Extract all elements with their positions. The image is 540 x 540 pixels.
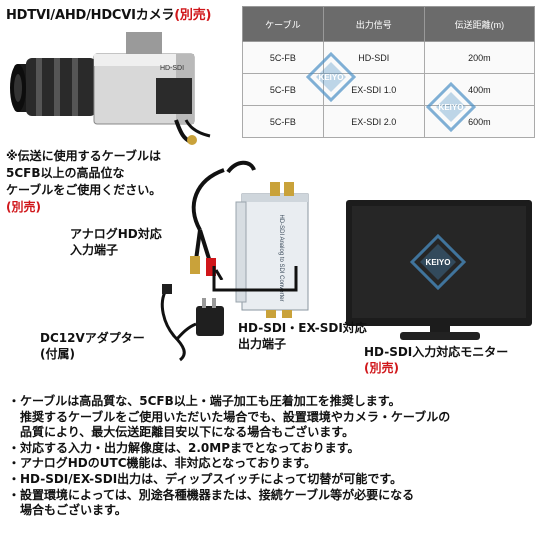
adapter-label: DC12Vアダプター (付属) [40, 330, 145, 362]
bnc-cable-image [190, 160, 256, 280]
table-cell: EX-SDI 2.0 [322, 105, 425, 138]
table-row: 5C-FB EX-SDI 1.0 400m [242, 73, 536, 106]
cable-note-line: ※伝送に使用するケーブルは [6, 149, 161, 163]
adapter-label-line: (付属) [40, 347, 75, 361]
note-line: ・設置環境によっては、別途各種機器または、接続ケーブル等が必要になる [8, 487, 415, 502]
sdi-output-label: HD-SDI・EX-SDI対応 出力端子 [238, 320, 367, 352]
cable-note: ※伝送に使用するケーブルは 5CFB以上の高品位な ケーブルをご使用ください。 … [6, 148, 211, 216]
monitor-sold-separately: (別売) [364, 361, 399, 375]
page-title: HDTVI/AHD/HDCVIカメラ(別売) [6, 4, 211, 23]
notes-list: ・ケーブルは高品質な、5CFB以上・端子加工も圧着加工を推奨します。 推奨するケ… [8, 394, 536, 519]
table-cell: 200m [423, 41, 536, 74]
note-line: 品質により、最大伝送距離目安以下になる場合もございます。 [8, 425, 355, 440]
note-line: ・アナログHDのUTC機能は、非対応となっております。 [8, 456, 316, 471]
sdi-output-label-line: 出力端子 [238, 337, 287, 351]
keiyo-watermark-logo: KEIYO [426, 82, 476, 132]
keiyo-watermark-logo: KEIYO [306, 52, 356, 102]
camera-brand: HD-SDI [160, 65, 184, 72]
title-sold-separately: (別売) [174, 8, 212, 23]
ac-adapter-image [160, 284, 224, 362]
sdi-output-label-line: HD-SDI・EX-SDI対応 [238, 321, 367, 335]
watermark-text: KEIYO [439, 103, 464, 112]
transmission-table: ケーブル 出力信号 伝送距離(m) 5C-FB HD-SDI 200m 5C-F… [242, 6, 536, 138]
note-line: ・ケーブルは高品質な、5CFB以上・端子加工も圧着加工を推奨します。 [8, 394, 401, 408]
cable-note-sold-separately: (別売) [6, 200, 41, 214]
note-line: 推奨するケーブルをご使用いただいた場合でも、設置環境やカメラ・ケーブルの [8, 409, 451, 424]
analog-input-label-line: 入力端子 [70, 243, 119, 257]
table-cell: HD-SDI [322, 41, 425, 74]
converter-label: HD-SDI Analog to SDI Converter [278, 214, 284, 301]
analog-input-label-line: アナログHD対応 [70, 227, 162, 241]
note-line: ・HD-SDI/EX-SDI出力は、ディップスイッチによって切替が可能です。 [8, 471, 403, 486]
camera-image: HD-SDI [10, 32, 211, 145]
table-header: 出力信号 [322, 6, 425, 42]
table-header: 伝送距離(m) [423, 6, 536, 42]
note-line: 場合もございます。 [8, 503, 127, 518]
adapter-label-line: DC12Vアダプター [40, 331, 145, 345]
cable-note-line: ケーブルをご使用ください。 [6, 183, 162, 197]
monitor-label: HD-SDI入力対応モニター (別売) [364, 344, 508, 376]
note-line: ・対応する入力・出力解像度は、2.0MPまでとなっております。 [8, 440, 360, 455]
watermark-text: KEIYO [319, 73, 344, 82]
table-row: 5C-FB HD-SDI 200m [242, 41, 536, 74]
cable-note-line: 5CFB以上の高品位な [6, 166, 125, 180]
table-header: ケーブル [242, 6, 324, 42]
analog-input-label: アナログHD対応 入力端子 [70, 226, 162, 258]
table-cell: 5C-FB [242, 105, 324, 138]
table-header-row: ケーブル 出力信号 伝送距離(m) [242, 6, 536, 42]
title-main: HDTVI/AHD/HDCVIカメラ [6, 8, 175, 23]
table-row: 5C-FB EX-SDI 2.0 600m [242, 105, 536, 138]
monitor-label-text: HD-SDI入力対応モニター [364, 345, 509, 359]
connection-cable [212, 266, 298, 292]
watermark-text: KEIYO [426, 258, 451, 267]
monitor-image: KEIYO [346, 200, 532, 340]
table-cell: 400m [423, 73, 536, 106]
table-cell: 5C-FB [242, 73, 324, 106]
